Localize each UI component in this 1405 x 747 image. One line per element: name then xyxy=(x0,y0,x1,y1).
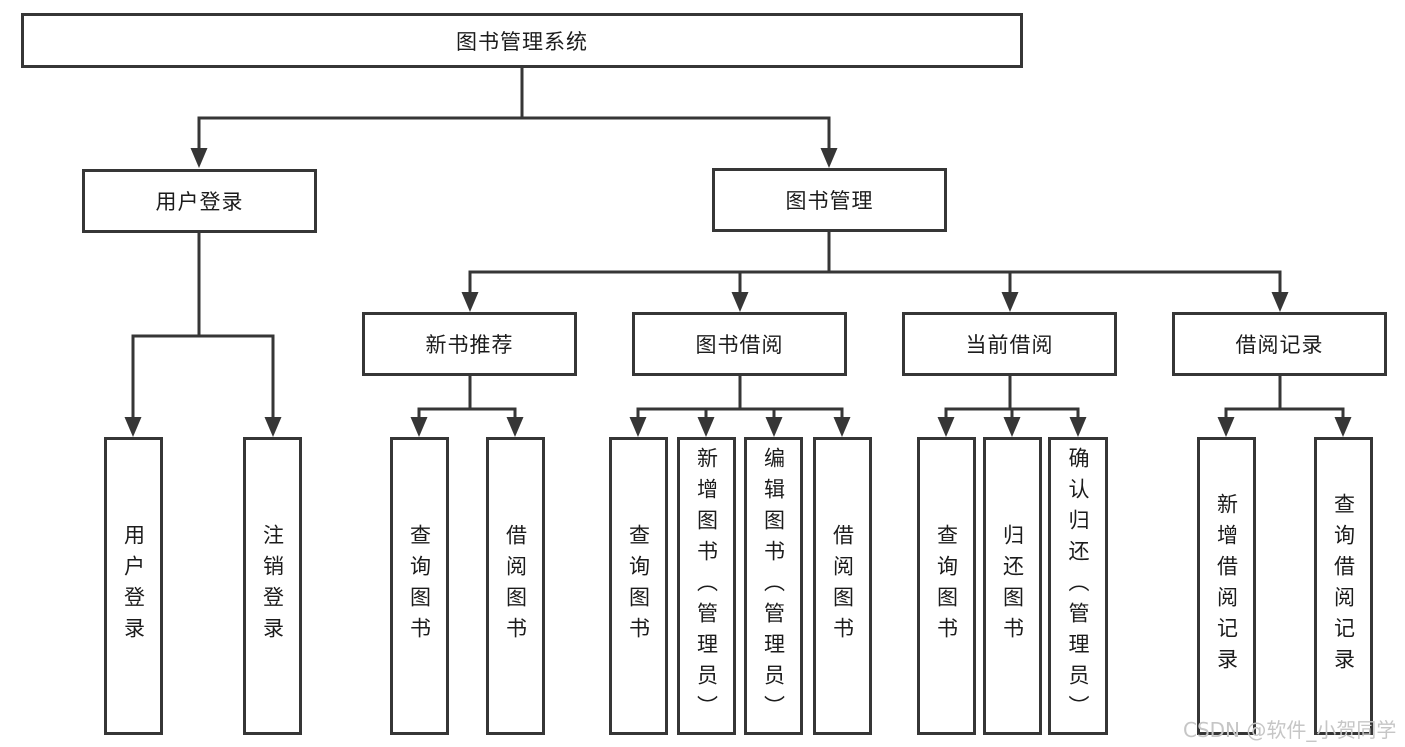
leaf-user-login: 用户登录 xyxy=(104,437,163,735)
leaf-add-book-admin: 新增图书（管理员） xyxy=(677,437,736,735)
arrowhead xyxy=(731,292,749,312)
arrowhead xyxy=(833,417,851,437)
arrowhead xyxy=(264,417,282,437)
connector-root-to-level2 xyxy=(197,68,831,150)
arrowhead xyxy=(1001,292,1019,312)
arrowhead xyxy=(124,417,142,437)
arrowhead xyxy=(190,148,208,168)
connector-userlogin-to-leaves xyxy=(131,233,275,419)
node-book-borrowing: 图书借阅 xyxy=(632,312,847,376)
leaf-edit-book-admin: 编辑图书（管理员） xyxy=(744,437,803,735)
connector-bookmgmt-to-level3 xyxy=(468,232,1282,294)
arrowhead xyxy=(1334,417,1352,437)
arrowhead xyxy=(1217,417,1235,437)
leaf-add-borrow-record: 新增借阅记录 xyxy=(1197,437,1256,735)
leaf-confirm-return-admin: 确认归还（管理员） xyxy=(1048,437,1108,735)
arrowhead xyxy=(506,417,524,437)
leaf-query-book-current: 查询图书 xyxy=(917,437,976,735)
node-new-book-recommendation: 新书推荐 xyxy=(362,312,577,376)
arrowhead xyxy=(1069,417,1087,437)
arrowhead xyxy=(410,417,428,437)
node-book-management-branch: 图书管理 xyxy=(712,168,947,232)
leaf-query-book-recommend: 查询图书 xyxy=(390,437,449,735)
arrowhead xyxy=(697,417,715,437)
leaf-borrow-book-recommend: 借阅图书 xyxy=(486,437,545,735)
node-user-login-branch: 用户登录 xyxy=(82,169,317,233)
connector-borrow-to-leaves xyxy=(636,376,844,420)
node-current-borrowing: 当前借阅 xyxy=(902,312,1117,376)
arrowhead xyxy=(461,292,479,312)
connector-newbook-to-leaves xyxy=(417,376,517,420)
leaf-query-book-borrowing: 查询图书 xyxy=(609,437,668,735)
leaf-return-book: 归还图书 xyxy=(983,437,1042,735)
arrowhead xyxy=(820,148,838,168)
csdn-watermark: CSDN @软件_小贺同学 xyxy=(1183,718,1397,742)
leaf-query-borrow-record: 查询借阅记录 xyxy=(1314,437,1373,735)
leaf-borrow-book: 借阅图书 xyxy=(813,437,872,735)
arrowhead xyxy=(629,417,647,437)
arrowhead xyxy=(937,417,955,437)
connector-current-to-leaves xyxy=(944,376,1080,420)
node-root: 图书管理系统 xyxy=(21,13,1023,68)
node-borrowing-records: 借阅记录 xyxy=(1172,312,1387,376)
arrowhead xyxy=(765,417,783,437)
connector-records-to-leaves xyxy=(1224,376,1345,420)
arrowheads xyxy=(124,148,1352,437)
leaf-logout: 注销登录 xyxy=(243,437,302,735)
arrowhead xyxy=(1271,292,1289,312)
arrowhead xyxy=(1003,417,1021,437)
